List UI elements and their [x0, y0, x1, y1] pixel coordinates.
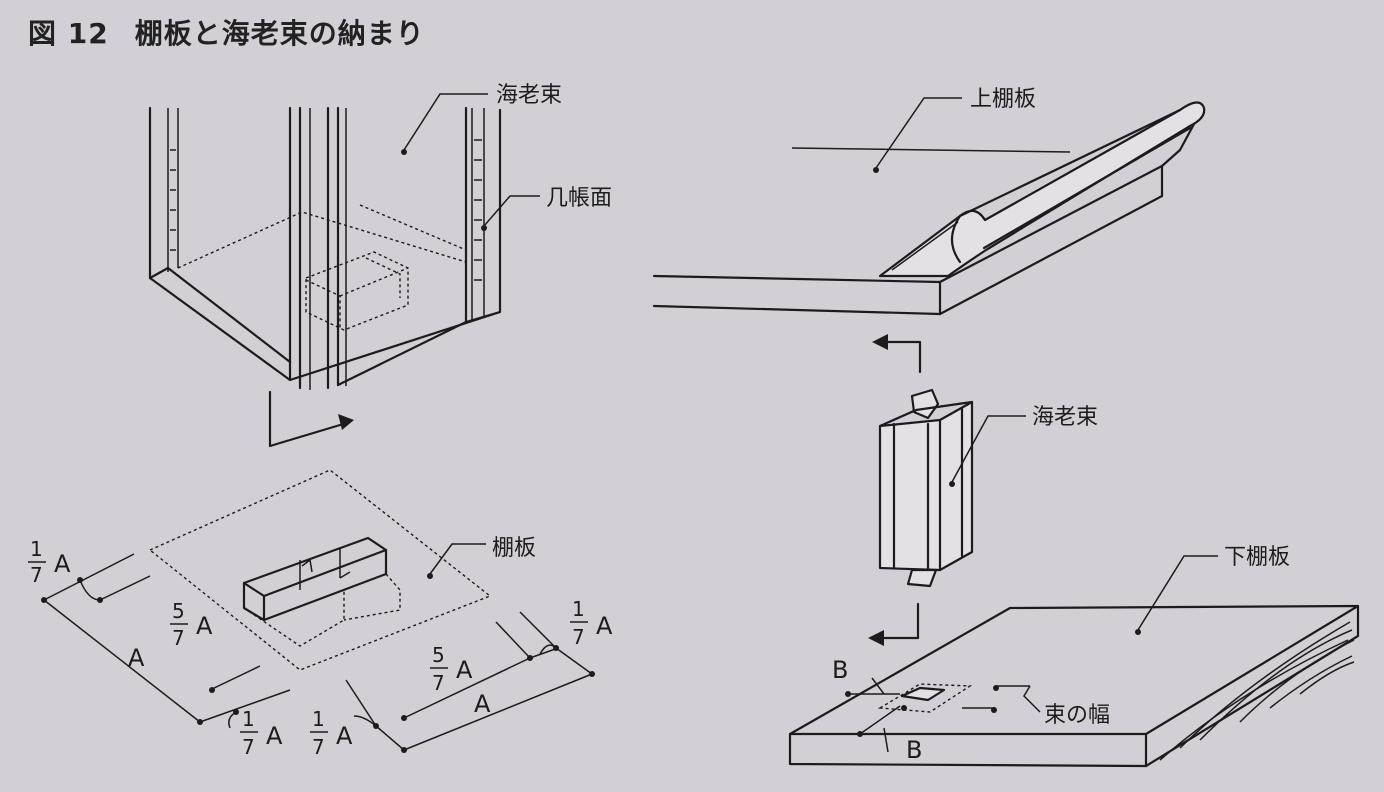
- svg-text:1: 1: [312, 707, 325, 731]
- dim-one-seventh-a-2: 1 7 A: [240, 707, 283, 759]
- svg-text:7: 7: [312, 735, 325, 759]
- svg-text:1: 1: [572, 597, 585, 621]
- svg-text:A: A: [456, 656, 473, 684]
- svg-text:1: 1: [242, 707, 255, 731]
- label-shita-tanaita: 下棚板: [1224, 545, 1290, 570]
- label-ebizuka-right: 海老束: [1032, 405, 1098, 430]
- flip-arrow-icon: [268, 390, 354, 448]
- label-kichomen: 几帳面: [546, 186, 612, 211]
- svg-text:1: 1: [30, 537, 43, 561]
- dim-five-sevenths-a-2: 5 7 A: [430, 643, 473, 695]
- leader-dot: [949, 481, 955, 487]
- figure-title: 図 12 棚板と海老束の納まり: [28, 12, 425, 52]
- leader-dot: [427, 573, 433, 579]
- svg-text:7: 7: [432, 671, 445, 695]
- leader-dot: [481, 225, 487, 231]
- label-tanaita: 棚板: [492, 536, 536, 561]
- label-ebizuka-top: 海老束: [496, 83, 562, 108]
- svg-text:7: 7: [572, 625, 585, 649]
- svg-text:7: 7: [242, 735, 255, 759]
- svg-text:7: 7: [30, 563, 43, 587]
- leader-dot: [873, 167, 879, 173]
- svg-text:5: 5: [172, 599, 185, 623]
- svg-text:A: A: [54, 550, 71, 578]
- svg-text:A: A: [266, 722, 283, 750]
- svg-text:A: A: [336, 722, 353, 750]
- dim-a-right: A: [474, 690, 491, 718]
- label-b-bottom: B: [906, 736, 922, 764]
- ebizuka-post-right-drawing: [878, 388, 1026, 588]
- insert-arrow-icon-top: [872, 334, 922, 374]
- label-b-top: B: [832, 656, 848, 684]
- label-tsuka-haba: 束の幅: [1044, 703, 1110, 728]
- leader-dot: [1135, 629, 1141, 635]
- insert-arrow-icon-bottom: [868, 602, 920, 646]
- svg-text:A: A: [596, 612, 613, 640]
- leader-dot: [401, 149, 407, 155]
- shelf-plan-drawing: [41, 469, 595, 753]
- figure-number: 図 12: [28, 17, 109, 50]
- dim-one-seventh-a-3: 1 7 A: [310, 707, 353, 759]
- svg-text:5: 5: [432, 643, 445, 667]
- svg-text:A: A: [196, 612, 213, 640]
- figure-caption: 棚板と海老束の納まり: [134, 17, 425, 50]
- dim-one-seventh-a-4: 1 7 A: [570, 597, 613, 649]
- dim-a-left: A: [128, 644, 145, 672]
- upper-shelf-drawing: [652, 97, 1206, 316]
- dim-five-sevenths-a-1: 5 7 A: [170, 599, 213, 650]
- ebizuka-post-drawing: [148, 93, 540, 390]
- svg-text:7: 7: [172, 626, 185, 650]
- dim-one-seventh-a-1: 1 7 A: [28, 537, 71, 587]
- label-ue-tanaita: 上棚板: [970, 87, 1036, 112]
- lower-shelf-drawing: [788, 555, 1360, 768]
